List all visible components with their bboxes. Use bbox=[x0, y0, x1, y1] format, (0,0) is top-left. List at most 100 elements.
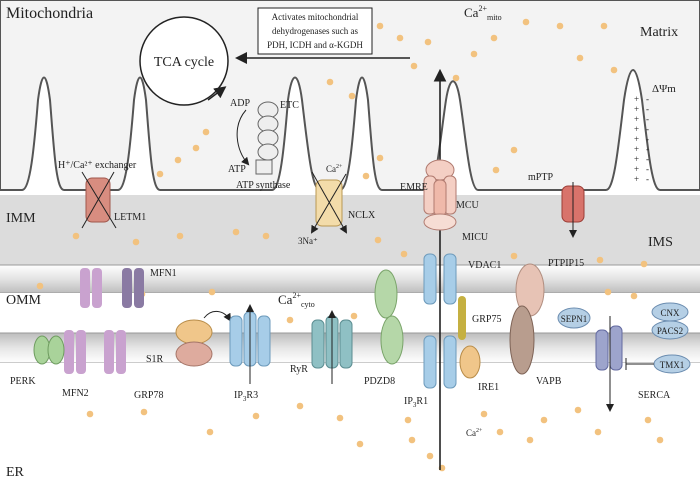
calcium-ion bbox=[132, 238, 140, 246]
svg-text:-: - bbox=[646, 134, 649, 144]
calcium-ions bbox=[36, 18, 664, 472]
membrane-potential-signs: +- +- +- +- +- +- +- +- +- bbox=[634, 94, 649, 184]
calcium-ion bbox=[396, 34, 404, 42]
tca-note-line2: dehydrogenases such as bbox=[272, 26, 358, 36]
vapb-label: VAPB bbox=[536, 376, 562, 387]
ire1-label: IRE1 bbox=[478, 382, 499, 393]
calcium-ion bbox=[452, 74, 460, 82]
ptpip15-label: PTPIP15 bbox=[548, 258, 584, 269]
calcium-ion bbox=[410, 62, 418, 70]
ip3r3-channel bbox=[229, 311, 271, 367]
svg-text:-: - bbox=[646, 104, 649, 114]
pdzd8-domain bbox=[380, 315, 404, 365]
calcium-ion bbox=[540, 416, 548, 424]
sepn1-label: SEPN1 bbox=[561, 314, 588, 324]
svg-text:+: + bbox=[634, 144, 639, 154]
calcium-ion bbox=[362, 172, 370, 180]
calcium-ion bbox=[86, 410, 94, 418]
atp-label: ATP bbox=[228, 164, 246, 175]
tca-cycle-circle bbox=[139, 16, 229, 106]
ip3r3-label: IP3R3 bbox=[234, 390, 258, 403]
perk-protein bbox=[33, 335, 65, 365]
calcium-ion bbox=[376, 154, 384, 162]
calcium-ion bbox=[522, 18, 530, 26]
calcium-ion bbox=[356, 440, 364, 448]
calcium-ion bbox=[594, 428, 602, 436]
calcium-ion bbox=[326, 78, 334, 86]
pdzd8-protein bbox=[374, 269, 398, 319]
nclx-ca-label: Ca2+ bbox=[326, 164, 343, 174]
calcium-ion bbox=[262, 232, 270, 240]
svg-text:-: - bbox=[646, 164, 649, 174]
calcium-ion bbox=[348, 92, 356, 100]
s1r-protein bbox=[175, 319, 213, 345]
calcium-ion bbox=[174, 156, 182, 164]
svg-text:+: + bbox=[634, 174, 639, 184]
svg-text:-: - bbox=[646, 174, 649, 184]
calcium-ion bbox=[252, 412, 260, 420]
pacs2-label: PACS2 bbox=[657, 326, 683, 336]
calcium-ion bbox=[480, 410, 488, 418]
calcium-ion bbox=[72, 232, 80, 240]
svg-text:-: - bbox=[646, 154, 649, 164]
calcium-ion bbox=[374, 236, 382, 244]
tca-note-line1: Activates mitochondrial bbox=[272, 12, 359, 22]
ryr-label: RyR bbox=[290, 364, 308, 375]
grp78-label: GRP78 bbox=[134, 390, 163, 401]
calcium-ion bbox=[576, 54, 584, 62]
calcium-ion bbox=[644, 416, 652, 424]
calcium-ion bbox=[400, 250, 408, 258]
calcium-ion bbox=[574, 406, 582, 414]
svg-text:-: - bbox=[646, 124, 649, 134]
ire1-protein bbox=[459, 345, 481, 379]
emre-label: EMRE bbox=[400, 182, 428, 193]
svg-text:+: + bbox=[634, 134, 639, 144]
sodium-label: 3Na⁺ bbox=[298, 236, 318, 246]
membrane-potential-label: ΔΨm bbox=[652, 83, 676, 95]
calcium-ion bbox=[232, 228, 240, 236]
mfn2-dimer bbox=[64, 330, 126, 374]
calcium-ion bbox=[610, 66, 618, 74]
tca-cycle-label: TCA cycle bbox=[154, 55, 214, 70]
svg-text:+: + bbox=[634, 114, 639, 124]
mcu-complex bbox=[423, 159, 457, 231]
ip3r1-label: IP3R1 bbox=[404, 396, 428, 409]
calcium-ion bbox=[36, 282, 44, 290]
calcium-ion bbox=[206, 428, 214, 436]
calcium-ion bbox=[470, 50, 478, 58]
svg-text:+: + bbox=[634, 164, 639, 174]
adp-label: ADP bbox=[230, 98, 250, 109]
calcium-ion bbox=[408, 436, 416, 444]
grp75-protein bbox=[458, 296, 466, 340]
svg-text:-: - bbox=[646, 94, 649, 104]
serca-label: SERCA bbox=[638, 390, 671, 401]
calcium-ion bbox=[492, 166, 500, 174]
ims-label: IMS bbox=[648, 235, 673, 250]
calcium-ion bbox=[286, 316, 294, 324]
mfn2-label: MFN2 bbox=[62, 388, 89, 399]
calcium-ion bbox=[140, 408, 148, 416]
calcium-ion bbox=[404, 416, 412, 424]
calcium-ion bbox=[604, 288, 612, 296]
vapb-protein bbox=[509, 305, 535, 375]
calcium-ion bbox=[424, 38, 432, 46]
calcium-ion bbox=[296, 402, 304, 410]
grp75-label: GRP75 bbox=[472, 314, 501, 325]
serca-pump bbox=[595, 325, 623, 371]
vdac1-channel bbox=[423, 253, 457, 305]
svg-text:-: - bbox=[646, 144, 649, 154]
calcium-ion bbox=[336, 414, 344, 422]
atp-synthase-label: ATP synthase bbox=[236, 180, 291, 191]
sepn1-protein bbox=[557, 307, 591, 329]
calcium-ion bbox=[640, 260, 648, 268]
imm-label: IMM bbox=[6, 211, 36, 226]
micu-label: MICU bbox=[462, 232, 489, 243]
calcium-ion bbox=[496, 428, 504, 436]
calcium-ion bbox=[556, 22, 564, 30]
letm1-label: LETM1 bbox=[114, 212, 146, 223]
grp78-protein bbox=[175, 341, 213, 367]
mptp-label: mPTP bbox=[528, 172, 553, 183]
ca-er-label: Ca2+ bbox=[466, 428, 483, 438]
nclx-label: NCLX bbox=[348, 210, 376, 221]
